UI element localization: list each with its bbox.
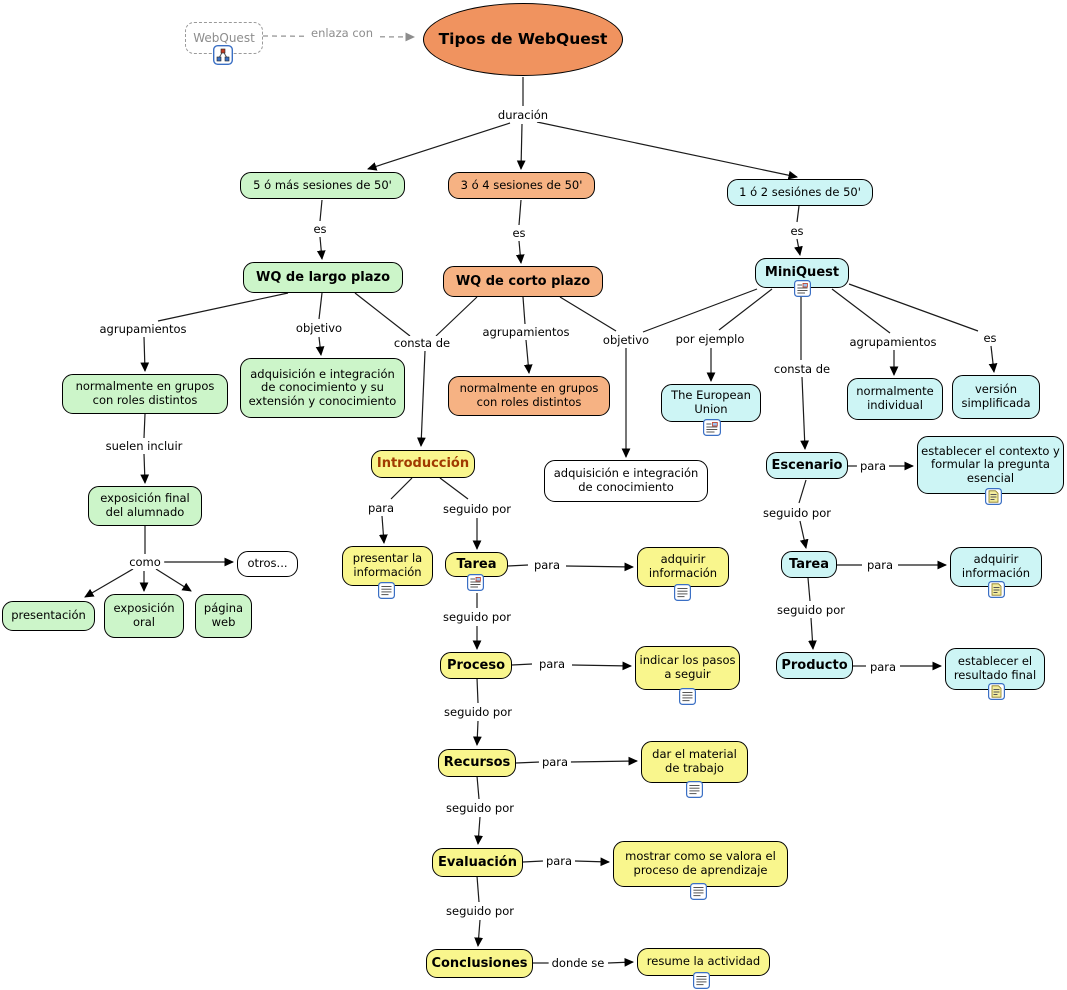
node-adquisicion-corto[interactable]: adquisición e integración de conocimient… [544,460,708,502]
link-para-recursos[interactable]: para [538,755,572,769]
link-suelen-incluir[interactable]: suelen incluir [102,439,186,453]
link-por-ejemplo[interactable]: por ejemplo [672,332,748,346]
link-para-tarea-wq[interactable]: para [530,558,564,572]
link-seguido-por-tarea[interactable]: seguido por [440,610,514,624]
doc-icon-presentar[interactable] [378,582,396,600]
doc-icon-establecer-contexto[interactable] [985,488,1003,506]
node-3-o-4-sesiones[interactable]: 3 ó 4 sesiones de 50' [448,172,595,199]
link-para-producto[interactable]: para [866,660,900,674]
doc-icon-indicar[interactable] [679,688,697,706]
link-para-evaluacion[interactable]: para [542,854,576,868]
doc-icon-mostrar[interactable] [690,883,708,901]
link-para-tarea-mini[interactable]: para [863,558,897,572]
node-normalmente-individual[interactable]: normalmente individual [847,378,943,420]
link-seguido-por-tarea-mini[interactable]: seguido por [774,603,848,617]
doc-icon-establecer-resultado[interactable] [988,683,1006,701]
link-seguido-por-escenario[interactable]: seguido por [760,506,834,520]
node-tipos-de-webquest[interactable]: Tipos de WebQuest [423,3,623,76]
node-adquirir-informacion-mini[interactable]: adquirir información [950,547,1042,587]
link-enlaza-con[interactable]: enlaza con [308,26,376,40]
node-tarea-mini[interactable]: Tarea [781,551,837,578]
doc-icon-adquirir-mini[interactable] [988,581,1006,599]
link-objetivo-corto[interactable]: objetivo [599,333,653,347]
link-para-proceso[interactable]: para [535,657,569,671]
node-version-simplificada[interactable]: versión simplificada [952,375,1040,419]
link-es-version[interactable]: es [980,331,1000,345]
link-es-largo[interactable]: es [310,222,330,236]
node-conclusiones[interactable]: Conclusiones [426,949,533,978]
resource-icon-european-union[interactable] [703,419,721,437]
link-agrupamientos-corto[interactable]: agrupamientos [479,325,573,339]
node-wq-corto-plazo[interactable]: WQ de corto plazo [443,266,603,297]
node-proceso[interactable]: Proceso [440,652,512,679]
node-exposicion-final[interactable]: exposición final del alumnado [88,486,202,526]
resource-icon-miniquest[interactable] [794,280,812,298]
link-donde-se[interactable]: donde se [548,956,608,970]
link-objetivo-largo[interactable]: objetivo [292,321,346,335]
cmap-icon[interactable] [212,44,234,66]
link-duracion[interactable]: duración [494,108,552,122]
link-consta-de-wq[interactable]: consta de [390,336,454,350]
link-para-intro[interactable]: para [364,501,398,515]
link-como[interactable]: como [126,555,164,569]
node-tarea-wq[interactable]: Tarea [445,552,508,577]
link-seguido-por-recursos[interactable]: seguido por [443,801,517,815]
node-evaluacion[interactable]: Evaluación [432,848,523,877]
link-agrupamientos-largo[interactable]: agrupamientos [96,322,190,336]
node-exposicion-oral[interactable]: exposición oral [104,594,184,638]
node-producto[interactable]: Producto [776,652,853,679]
node-wq-largo-plazo[interactable]: WQ de largo plazo [243,262,403,293]
node-grupos-roles-corto[interactable]: normalmente en grupos con roles distinto… [448,376,610,416]
node-5-o-mas-sesiones[interactable]: 5 ó más sesiones de 50' [240,172,405,199]
node-indicar-pasos[interactable]: indicar los pasos a seguir [635,646,740,690]
link-agrupamientos-mini[interactable]: agrupamientos [846,335,940,349]
node-dar-material[interactable]: dar el material de trabajo [641,741,748,783]
node-presentar-informacion[interactable]: presentar la información [342,546,433,586]
node-grupos-roles-largo[interactable]: normalmente en grupos con roles distinto… [62,374,228,414]
node-mostrar-valora[interactable]: mostrar como se valora el proceso de apr… [613,841,788,887]
node-recursos[interactable]: Recursos [438,749,516,777]
link-seguido-por-intro[interactable]: seguido por [440,502,514,516]
node-establecer-contexto[interactable]: establecer el contexto y formular la pre… [917,436,1064,494]
node-adquisicion-largo[interactable]: adquisición e integración de conocimient… [240,358,405,418]
link-es-mini[interactable]: es [787,224,807,238]
node-adquirir-informacion-wq[interactable]: adquirir información [637,547,729,587]
doc-icon-adquirir-wq[interactable] [674,584,692,602]
doc-icon-resume[interactable] [693,972,711,990]
node-otros[interactable]: otros... [237,551,298,577]
node-pagina-web[interactable]: página web [195,594,252,638]
link-para-escenario[interactable]: para [856,459,890,473]
link-seguido-por-evaluacion[interactable]: seguido por [443,904,517,918]
link-es-corto[interactable]: es [509,226,529,240]
node-resume-actividad[interactable]: resume la actividad [637,948,770,976]
node-european-union[interactable]: The European Union [661,384,761,422]
link-seguido-por-proceso[interactable]: seguido por [441,705,515,719]
node-1-o-2-sesiones[interactable]: 1 ó 2 sesiónes de 50' [727,179,873,206]
node-introduccion[interactable]: Introducción [371,450,475,478]
doc-icon-dar-material[interactable] [686,781,704,799]
node-escenario[interactable]: Escenario [766,452,848,479]
link-consta-de-mini[interactable]: consta de [770,362,834,376]
resource-icon-tarea-wq[interactable] [467,574,485,592]
node-presentacion[interactable]: presentación [2,601,95,631]
